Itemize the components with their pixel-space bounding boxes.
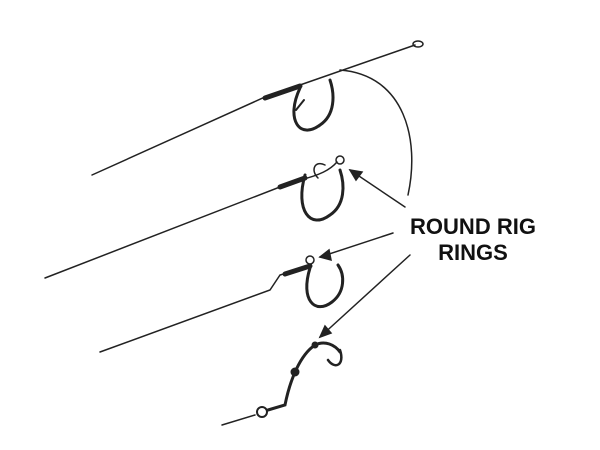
hook-icon	[305, 263, 345, 309]
rig-ring-icon	[305, 255, 315, 265]
rig-4	[221, 341, 343, 426]
rig-2	[44, 155, 345, 279]
label-line-1: ROUND RIG	[410, 214, 536, 239]
hook-icon	[300, 168, 345, 222]
hook-icon	[326, 348, 343, 367]
rig-1	[91, 40, 424, 196]
hook-icon	[292, 78, 335, 132]
round-rig-rings-label: ROUND RIG RINGS	[393, 214, 553, 266]
label-line-2: RINGS	[438, 240, 508, 265]
rig-ring-icon	[335, 155, 345, 165]
loop-eye-icon	[412, 40, 424, 48]
swivel-icon	[256, 406, 268, 418]
rig-3	[99, 255, 345, 353]
label-arrows	[318, 168, 411, 339]
